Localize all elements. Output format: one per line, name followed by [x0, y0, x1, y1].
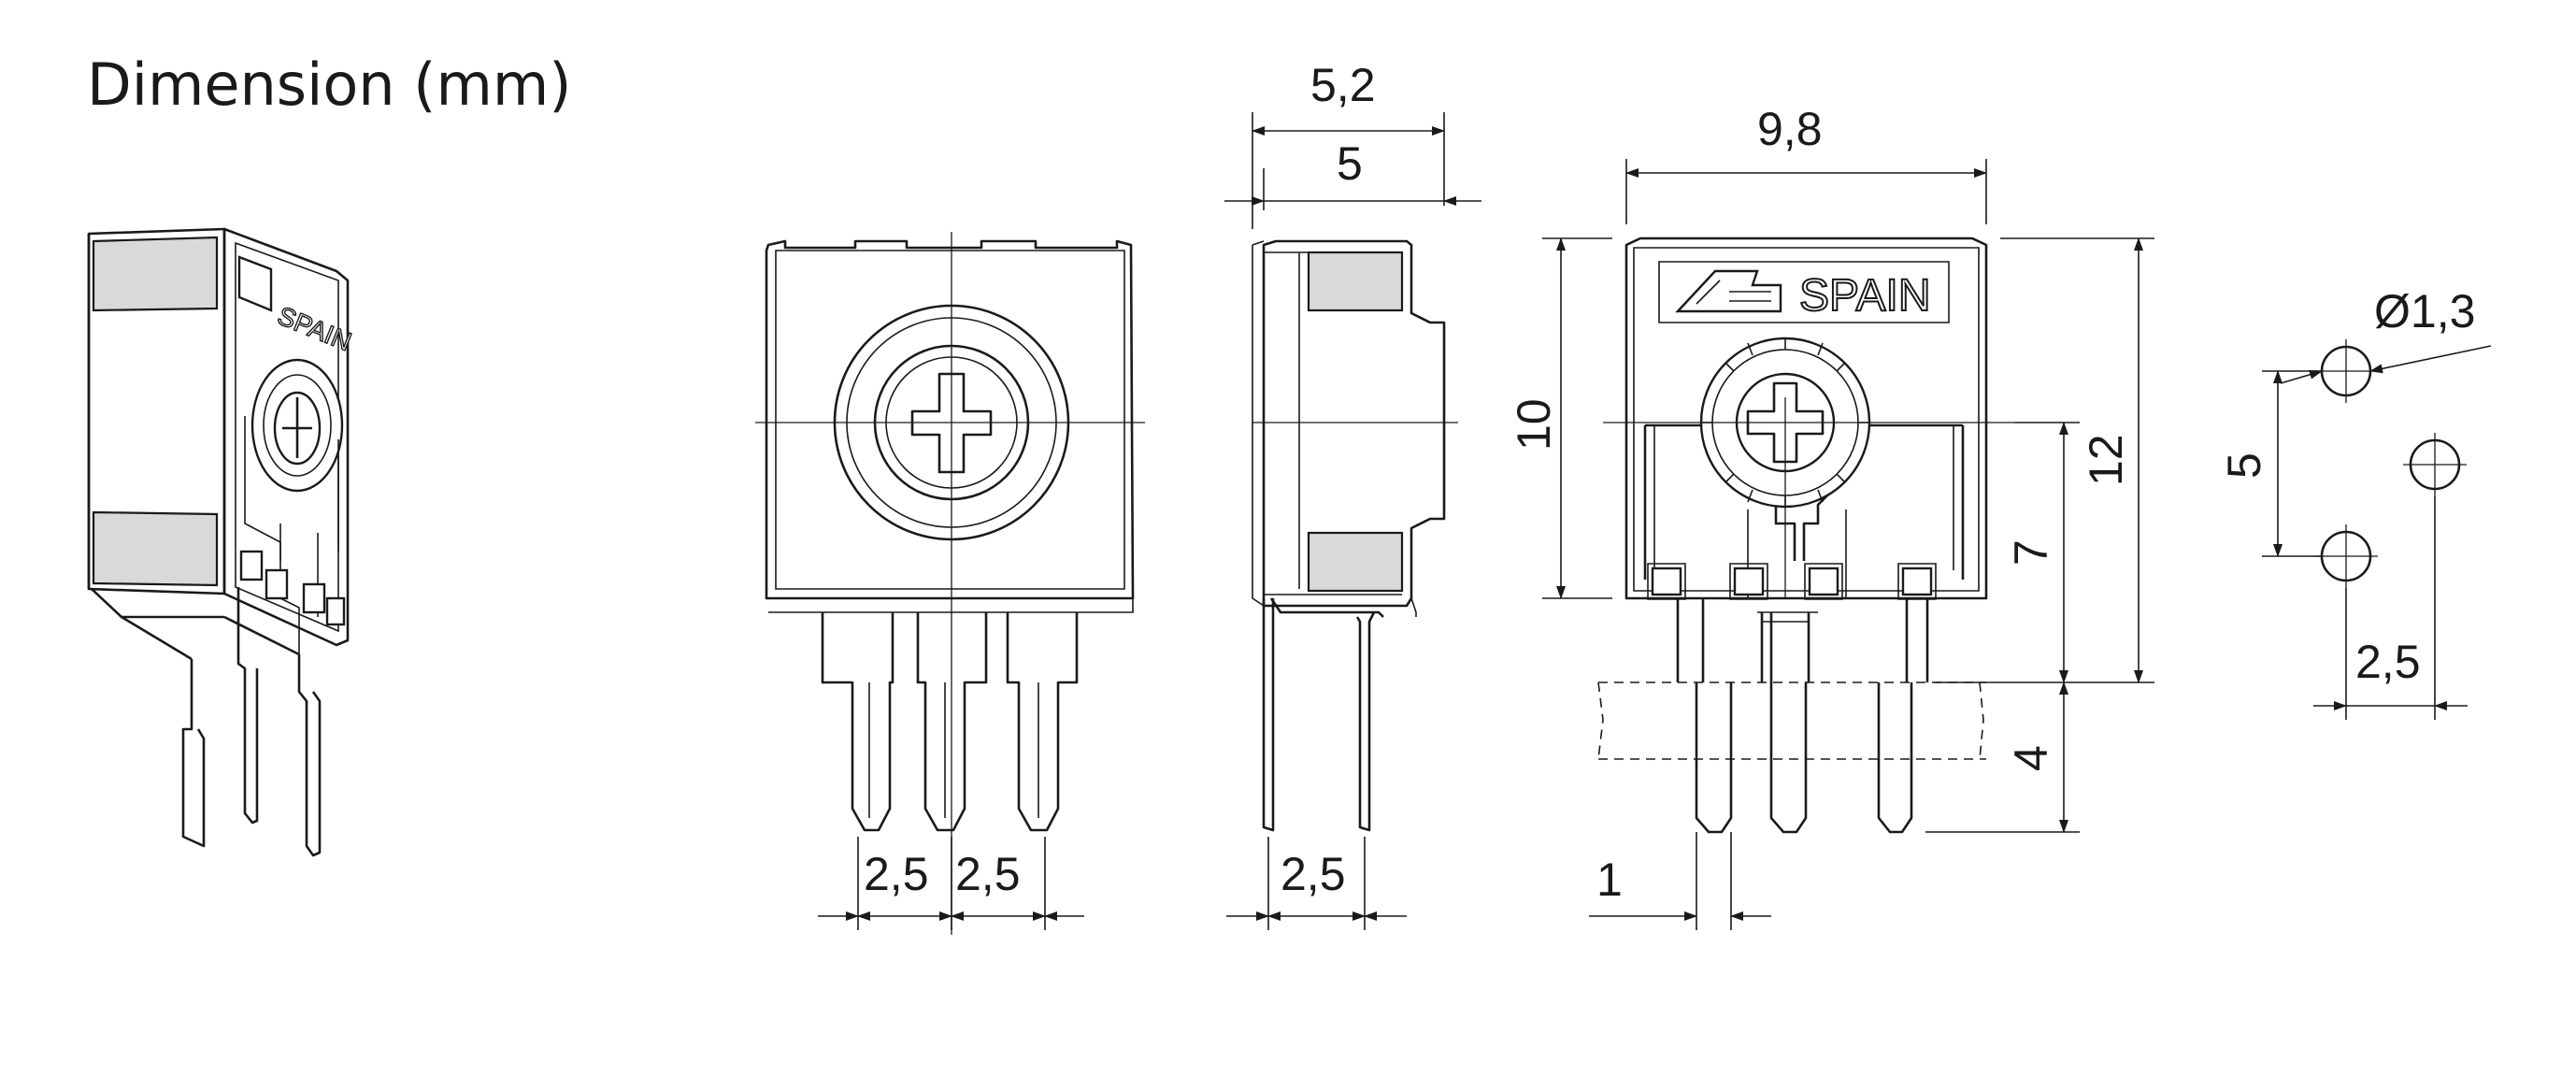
footprint-view: Ø1,3 5 2,5: [2218, 285, 2492, 720]
front-pin-pitch-left-label: 2,5: [864, 848, 929, 900]
side-depth-total-label: 5,2: [1310, 59, 1376, 111]
rear-axis-height-label: 7: [2005, 539, 2057, 566]
iso-view: SPAIN: [87, 227, 356, 857]
page-title: Dimension (mm): [87, 50, 571, 119]
front-pin-pitch-right-label: 2,5: [955, 848, 1021, 900]
rear-brand-label: SPAIN: [1799, 271, 1930, 321]
side-pin-spacing-label: 2,5: [1281, 848, 1346, 900]
side-depth-body-label: 5: [1337, 137, 1363, 190]
iso-brand-label: SPAIN: [274, 301, 356, 356]
footprint-hole-diameter-label: Ø1,3: [2374, 285, 2475, 337]
rear-body-height-label: 10: [1508, 398, 1560, 451]
footprint-horizontal-pitch-label: 2,5: [2355, 636, 2421, 688]
side-view: 5,2 5 2,5: [1224, 59, 1481, 930]
rear-view: SPAIN 9,8: [1508, 103, 2154, 930]
front-view: 2,5 2,5: [755, 232, 1145, 935]
rear-pin-width-label: 1: [1596, 853, 1623, 906]
rear-width-label: 9,8: [1757, 103, 1823, 155]
rear-pin-length-label: 4: [2005, 745, 2057, 771]
rear-total-height-label: 12: [2080, 434, 2132, 486]
footprint-vertical-pitch-label: 5: [2218, 452, 2270, 479]
